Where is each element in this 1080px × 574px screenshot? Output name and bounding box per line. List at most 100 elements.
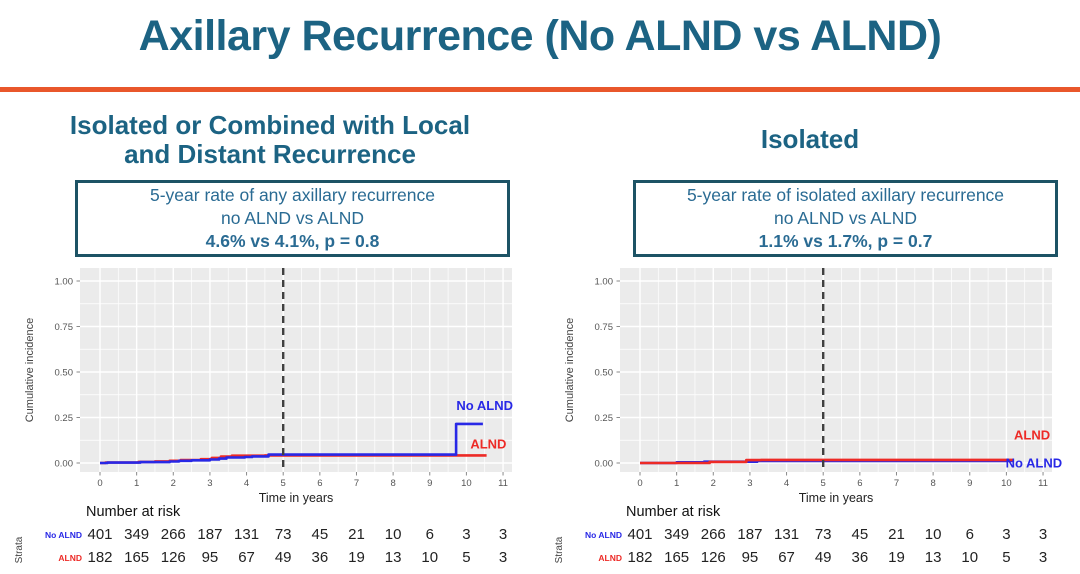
risk-value: 187 bbox=[737, 526, 762, 543]
y-tick-label: 1.00 bbox=[55, 277, 74, 288]
series-line-alnd bbox=[640, 458, 1014, 465]
x-tick-label: 6 bbox=[857, 478, 862, 489]
x-tick-label: 8 bbox=[930, 478, 935, 489]
risk-value: 5 bbox=[462, 549, 470, 566]
risk-value: 36 bbox=[851, 549, 868, 566]
x-tick-label: 6 bbox=[317, 478, 322, 489]
x-tick-label: 9 bbox=[427, 478, 432, 489]
y-tick-label: 0.75 bbox=[595, 322, 614, 333]
risk-value: 10 bbox=[421, 549, 438, 566]
x-tick-label: 0 bbox=[637, 478, 642, 489]
risk-value: 5 bbox=[1002, 549, 1010, 566]
x-tick-label: 11 bbox=[1038, 478, 1048, 489]
y-tick-label: 0.25 bbox=[595, 413, 614, 424]
y-tick-label: 0.25 bbox=[55, 413, 74, 424]
risk-table-strata-label: Strata bbox=[554, 536, 565, 563]
risk-value: 3 bbox=[1002, 526, 1010, 543]
x-tick-label: 10 bbox=[1001, 478, 1012, 489]
rate-summary-stat: 4.6% vs 4.1%, p = 0.8 bbox=[205, 230, 380, 251]
risk-value: 73 bbox=[815, 526, 832, 543]
risk-value: 3 bbox=[499, 526, 507, 543]
x-tick-label: 10 bbox=[461, 478, 472, 489]
x-tick-label: 5 bbox=[821, 478, 826, 489]
risk-value: 95 bbox=[742, 549, 759, 566]
panel-isolated: Isolated 5-year rate of isolated axillar… bbox=[540, 96, 1080, 574]
risk-value: 6 bbox=[966, 526, 974, 543]
risk-value: 45 bbox=[311, 526, 328, 543]
risk-value: 3 bbox=[462, 526, 470, 543]
y-tick-label: 1.00 bbox=[595, 277, 614, 288]
plot-panel bbox=[80, 268, 512, 472]
risk-value: 266 bbox=[701, 526, 726, 543]
risk-value: 49 bbox=[275, 549, 292, 566]
rate-summary-stat: 1.1% vs 1.7%, p = 0.7 bbox=[758, 230, 933, 251]
x-tick-label: 2 bbox=[171, 478, 176, 489]
x-tick-label: 7 bbox=[354, 478, 359, 489]
rate-summary-line1: 5-year rate of isolated axillary recurre… bbox=[686, 185, 1005, 206]
risk-value: 21 bbox=[348, 526, 365, 543]
x-tick-label: 9 bbox=[967, 478, 972, 489]
risk-value: 3 bbox=[499, 549, 507, 566]
slide-title: Axillary Recurrence (No ALND vs ALND) bbox=[138, 12, 942, 60]
panel-heading-line2: and Distant Recurrence bbox=[124, 139, 416, 169]
x-axis-title: Time in years bbox=[799, 491, 874, 505]
x-tick-label: 3 bbox=[747, 478, 752, 489]
accent-divider bbox=[0, 87, 1080, 92]
risk-table-strata-label: Strata bbox=[14, 536, 25, 563]
x-tick-label: 4 bbox=[784, 478, 789, 489]
series-label-no-alnd: No ALND bbox=[1006, 456, 1063, 471]
risk-value: 6 bbox=[426, 526, 434, 543]
risk-value: 73 bbox=[275, 526, 292, 543]
panel-heading: Isolated bbox=[560, 104, 1060, 176]
risk-value: 67 bbox=[238, 549, 255, 566]
panel-any-recurrence: Isolated or Combined with Local and Dist… bbox=[0, 96, 540, 574]
risk-value: 187 bbox=[197, 526, 222, 543]
x-tick-label: 11 bbox=[498, 478, 508, 489]
x-tick-label: 5 bbox=[281, 478, 286, 489]
series-label-alnd: ALND bbox=[1014, 427, 1050, 442]
risk-value: 13 bbox=[925, 549, 942, 566]
rate-summary-line1: 5-year rate of any axillary recurrence bbox=[150, 185, 435, 206]
risk-table-title: Number at risk bbox=[626, 504, 721, 520]
rate-summary-line2: no ALND vs ALND bbox=[774, 208, 917, 229]
risk-value: 401 bbox=[87, 526, 112, 543]
risk-value: 182 bbox=[627, 549, 652, 566]
risk-value: 10 bbox=[925, 526, 942, 543]
panel-heading: Isolated or Combined with Local and Dist… bbox=[20, 104, 520, 176]
rate-summary-box: 5-year rate of any axillary recurrence n… bbox=[75, 180, 510, 257]
risk-value: 3 bbox=[1039, 526, 1047, 543]
risk-row-label-no-alnd: No ALND bbox=[45, 530, 82, 540]
risk-value: 19 bbox=[888, 549, 905, 566]
risk-value: 349 bbox=[664, 526, 689, 543]
risk-value: 10 bbox=[385, 526, 402, 543]
risk-value: 131 bbox=[774, 526, 799, 543]
risk-value: 349 bbox=[124, 526, 149, 543]
risk-value: 266 bbox=[161, 526, 186, 543]
panel-heading-line1: Isolated or Combined with Local bbox=[69, 109, 471, 140]
risk-value: 36 bbox=[311, 549, 328, 566]
risk-table-title: Number at risk bbox=[86, 504, 181, 520]
risk-value: 19 bbox=[348, 549, 365, 566]
risk-value: 95 bbox=[202, 549, 219, 566]
series-line-no-alnd bbox=[100, 422, 483, 465]
x-tick-label: 4 bbox=[244, 478, 249, 489]
risk-value: 401 bbox=[627, 526, 652, 543]
rate-summary-line2: no ALND vs ALND bbox=[221, 208, 364, 229]
x-tick-label: 0 bbox=[97, 478, 102, 489]
y-tick-label: 0.50 bbox=[55, 368, 74, 379]
y-tick-label: 0.50 bbox=[595, 368, 614, 379]
risk-row-label-alnd: ALND bbox=[598, 553, 622, 563]
risk-value: 45 bbox=[851, 526, 868, 543]
x-tick-label: 2 bbox=[711, 478, 716, 489]
x-tick-label: 1 bbox=[134, 478, 139, 489]
risk-value: 67 bbox=[778, 549, 795, 566]
plot-panel bbox=[620, 268, 1052, 472]
y-axis-title: Cumulative incidence bbox=[24, 318, 36, 423]
panel-heading-line1: Isolated bbox=[760, 124, 860, 155]
risk-value: 126 bbox=[701, 549, 726, 566]
risk-value: 3 bbox=[1039, 549, 1047, 566]
risk-value: 126 bbox=[161, 549, 186, 566]
risk-value: 165 bbox=[124, 549, 149, 566]
